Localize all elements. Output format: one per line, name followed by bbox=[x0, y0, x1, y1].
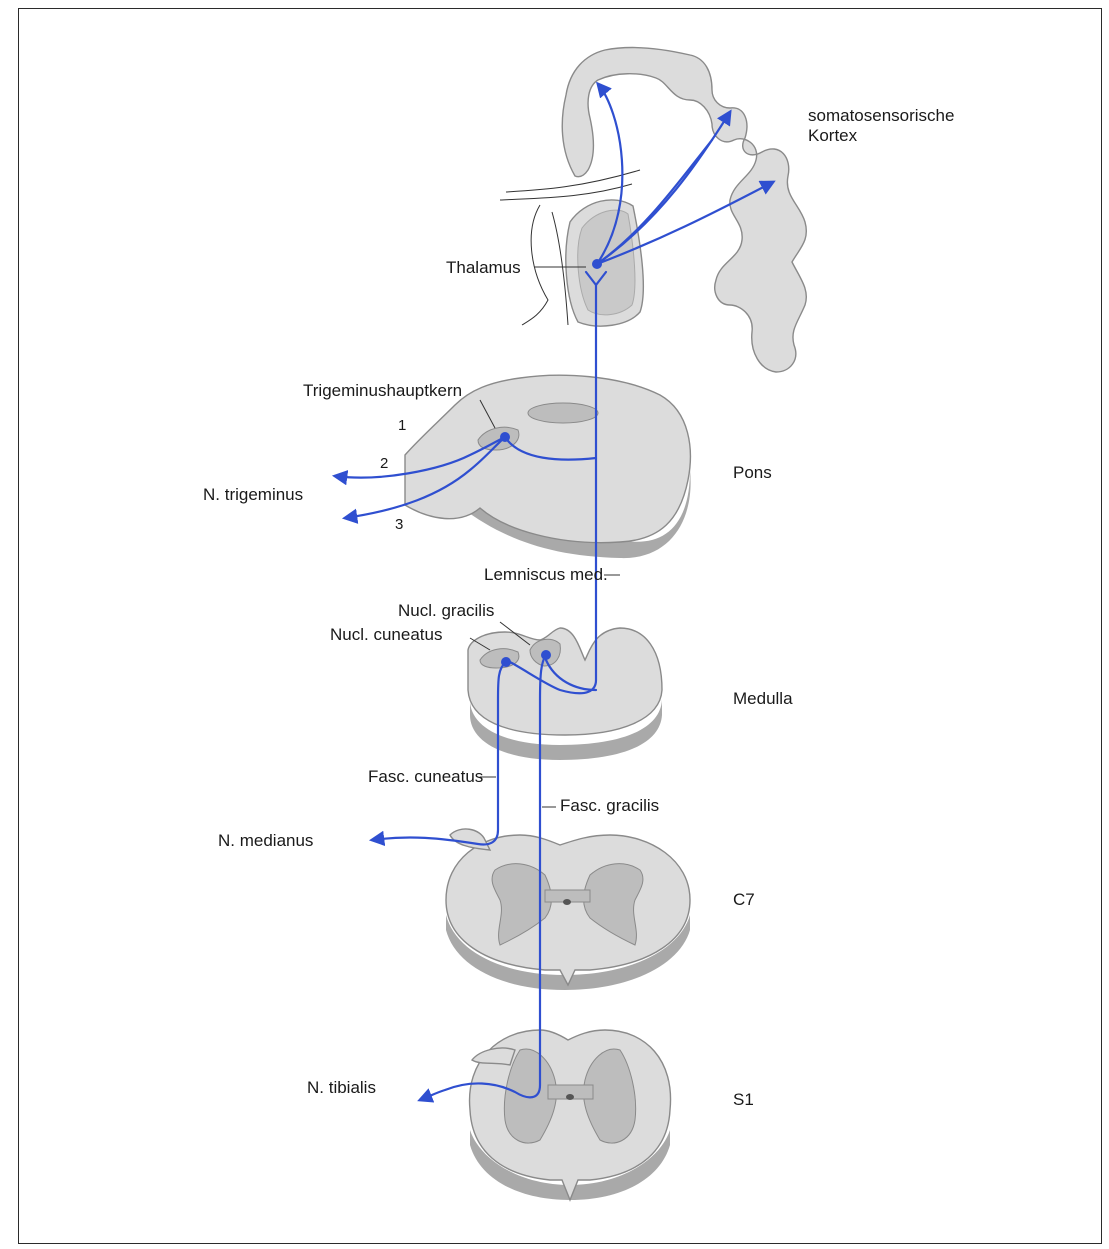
s1-root bbox=[472, 1048, 515, 1065]
pons-section bbox=[405, 375, 691, 558]
trigeminus-branch-3-number: 3 bbox=[395, 516, 403, 534]
n-trigeminus-label: N. trigeminus bbox=[203, 485, 303, 505]
midline-outline bbox=[522, 205, 548, 325]
nucl-gracilis-label: Nucl. gracilis bbox=[398, 601, 494, 621]
trigeminus-branch-2-number: 2 bbox=[380, 455, 388, 473]
c7-section bbox=[446, 835, 690, 990]
lemniscus-label: Lemniscus med. bbox=[484, 565, 608, 585]
cortex-label: somatosensorische Kortex bbox=[808, 106, 954, 146]
n-tibialis-label: N. tibialis bbox=[307, 1078, 376, 1098]
c7-root bbox=[450, 829, 490, 850]
s1-label: S1 bbox=[733, 1090, 754, 1110]
fasc-cuneatus-label: Fasc. cuneatus bbox=[368, 767, 483, 787]
trigeminus-nucleus-label: Trigeminushauptkern bbox=[303, 381, 462, 401]
nucl-cuneatus-label: Nucl. cuneatus bbox=[330, 625, 442, 645]
thalamus-label: Thalamus bbox=[446, 258, 521, 278]
fasc-gracilis-label: Fasc. gracilis bbox=[560, 796, 659, 816]
c7-label: C7 bbox=[733, 890, 755, 910]
thalamus-nucleus bbox=[578, 210, 635, 315]
medulla-label: Medulla bbox=[733, 689, 793, 709]
n-medianus-label: N. medianus bbox=[218, 831, 313, 851]
pons-label: Pons bbox=[733, 463, 772, 483]
trigeminus-branch-1-number: 1 bbox=[398, 417, 406, 435]
